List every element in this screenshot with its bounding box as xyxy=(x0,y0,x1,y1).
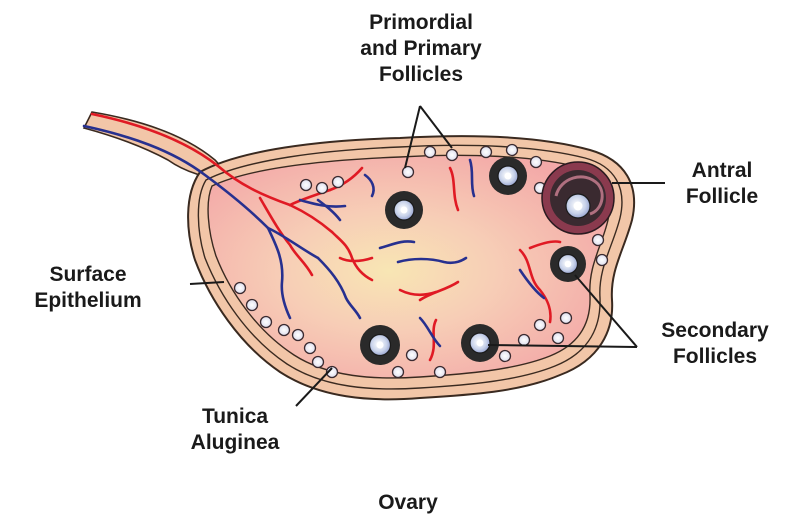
secondary-follicle xyxy=(360,325,400,365)
primordial-follicles-label: Primordial and Primary Follicles xyxy=(336,10,506,88)
secondary-follicle xyxy=(489,157,527,195)
label-line: Tunica xyxy=(180,404,290,430)
label-line: Antral xyxy=(672,158,772,184)
tunica-aluginea-label: Tunica Aluginea xyxy=(180,404,290,456)
label-line: Follicle xyxy=(672,184,772,210)
secondary-follicle xyxy=(461,324,499,362)
label-line: Aluginea xyxy=(180,430,290,456)
surface-epithelium-label: Surface Epithelium xyxy=(14,262,162,314)
label-line: and Primary xyxy=(336,36,506,62)
diagram-caption: Ovary xyxy=(368,490,448,516)
label-line: Surface xyxy=(14,262,162,288)
secondary-follicle xyxy=(385,191,423,229)
label-line: Epithelium xyxy=(14,288,162,314)
antral-follicle-label: Antral Follicle xyxy=(672,158,772,210)
antral-follicle xyxy=(542,162,614,234)
secondary-follicle xyxy=(550,246,586,282)
label-line: Follicles xyxy=(650,344,780,370)
label-line: Primordial xyxy=(336,10,506,36)
secondary-follicles-label: Secondary Follicles xyxy=(650,318,780,370)
label-line: Follicles xyxy=(336,62,506,88)
label-line: Secondary xyxy=(650,318,780,344)
